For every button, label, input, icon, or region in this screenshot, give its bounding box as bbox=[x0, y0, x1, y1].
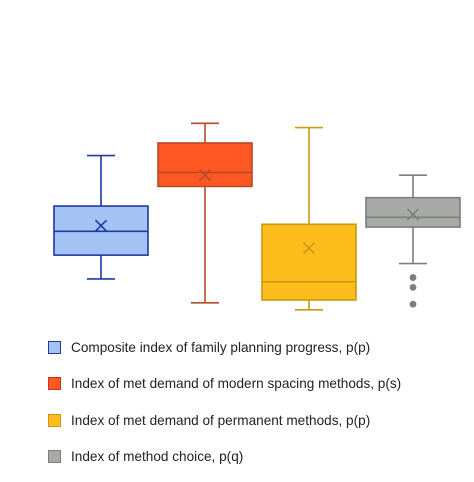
series-3-box bbox=[261, 223, 357, 301]
legend-item-composite: Composite index of family planning progr… bbox=[48, 336, 468, 358]
legend-label-permanent: Index of met demand of permanent methods… bbox=[71, 412, 371, 428]
legend-label-composite: Composite index of family planning progr… bbox=[71, 339, 371, 355]
series-2-mean-stroke bbox=[198, 169, 212, 182]
series-4-outlier-2 bbox=[409, 283, 417, 291]
legend-label-method-choice: Index of method choice, p(q) bbox=[71, 449, 244, 464]
series-4-mean-stroke bbox=[406, 208, 420, 221]
series-1-mean-marker bbox=[94, 219, 108, 232]
series-2-box bbox=[157, 142, 253, 188]
legend-swatch-composite bbox=[48, 340, 61, 354]
legend-label-spacing: Index of met demand of modern spacing me… bbox=[71, 376, 402, 391]
series-3-mean-marker bbox=[302, 242, 316, 255]
legend-swatch-method-choice bbox=[48, 450, 61, 463]
series-3-mean-stroke bbox=[302, 242, 316, 255]
series-2-mean-marker bbox=[198, 169, 212, 182]
series-4-mean-marker bbox=[406, 208, 420, 221]
series-1-mean-stroke bbox=[94, 219, 108, 232]
legend-item-spacing: Index of met demand of modern spacing me… bbox=[48, 373, 468, 395]
series-4-box bbox=[365, 196, 461, 228]
legend-swatch-spacing bbox=[48, 377, 61, 390]
legend-item-method-choice: Index of method choice, p(q) bbox=[48, 446, 468, 468]
legend-swatch-permanent bbox=[48, 413, 61, 427]
series-4-outlier-1 bbox=[409, 274, 417, 281]
legend: Composite index of family planning progr… bbox=[48, 336, 468, 482]
legend-item-permanent: Index of met demand of permanent methods… bbox=[48, 409, 468, 431]
series-4-outlier-3 bbox=[409, 300, 417, 308]
